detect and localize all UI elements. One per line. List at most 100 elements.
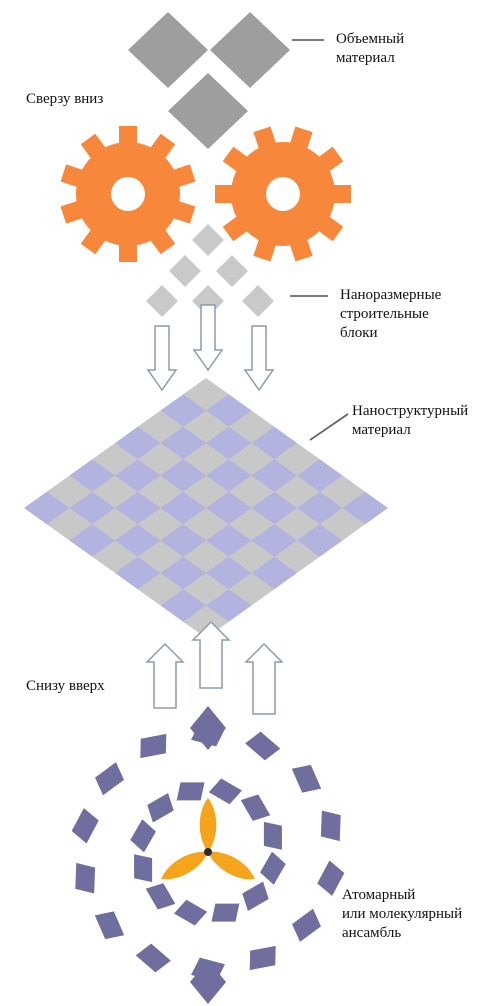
molecule-tile <box>211 903 240 922</box>
block-diamond <box>192 224 224 256</box>
bulk-material <box>128 12 290 149</box>
molecule-tile <box>263 821 282 850</box>
molecular-ensemble <box>71 706 345 1004</box>
block-diamond <box>242 285 274 317</box>
bulk-material-label: Объемный материал <box>336 30 404 68</box>
molecule-tile <box>75 862 96 894</box>
molecule-tile <box>174 899 208 926</box>
bulk-diamond <box>128 12 208 88</box>
checker-cell <box>160 491 206 525</box>
checker-cell <box>251 459 297 492</box>
label-line: Объемный <box>336 31 405 47</box>
molecule-tile <box>320 810 341 842</box>
checker-cell <box>160 459 206 492</box>
label-line: блоки <box>340 325 378 341</box>
label-line: материал <box>352 422 411 438</box>
checker-cell <box>206 524 252 557</box>
molecule-tile <box>134 854 153 883</box>
molecule-tile <box>94 911 125 940</box>
arrow-up-icon <box>244 642 284 715</box>
molecule-tile <box>140 733 167 759</box>
block-diamond <box>192 285 224 317</box>
leader-line <box>309 413 349 441</box>
bulk-diamond <box>210 12 290 88</box>
molecule-tile <box>260 851 286 885</box>
molecule-tile <box>245 731 281 761</box>
molecule-tile <box>249 945 276 971</box>
propeller-icon <box>161 798 255 880</box>
arrow-up-icon <box>145 642 185 709</box>
molecule-tile <box>190 960 226 1004</box>
checker-cell <box>115 491 161 525</box>
molecule-tile <box>292 908 321 942</box>
molecule-tile <box>145 883 176 910</box>
molecule-tile <box>176 782 205 801</box>
bulk-diamond <box>168 73 248 149</box>
top-down-text: Сверзу вниз <box>26 91 104 107</box>
checker-cell <box>206 556 252 590</box>
checker-cell <box>206 459 252 492</box>
molecule-tile <box>190 706 226 750</box>
bottom-up-label: Снизу вверх <box>26 677 105 696</box>
label-line: Наноструктурный <box>352 403 469 419</box>
arrow-up-icon <box>191 620 231 689</box>
molecule-tile <box>242 881 269 912</box>
checker-cell <box>297 491 343 525</box>
checker-cell <box>206 589 252 622</box>
checker-cell <box>69 491 115 525</box>
molecule-tile <box>135 943 171 973</box>
molecule-tile <box>208 778 242 805</box>
checker-cell <box>251 556 297 590</box>
checker-cell <box>69 459 115 492</box>
arrow-down-icon <box>146 325 178 392</box>
checker-cell <box>115 556 161 590</box>
arrow-down-icon <box>243 325 275 392</box>
checker-cell <box>115 459 161 492</box>
checker-cell <box>115 426 161 460</box>
leader-lines <box>290 39 349 441</box>
block-diamond <box>146 285 178 317</box>
top-down-label: Сверзу вниз <box>26 90 103 109</box>
label-line: материал <box>336 50 395 66</box>
gear-icon <box>215 126 351 262</box>
checker-cell <box>251 524 297 557</box>
molecule-tile <box>240 794 271 821</box>
label-line: Наноразмерные <box>340 287 442 303</box>
nanostructured-label: Наноструктурный материал <box>352 402 468 440</box>
checker-cell <box>160 426 206 460</box>
checker-cell <box>251 426 297 460</box>
block-diamond <box>169 255 201 287</box>
checker-cell <box>206 491 252 525</box>
molecule-tile <box>317 860 345 896</box>
nanostructured-material <box>24 378 388 638</box>
arrow-down-icon <box>192 304 224 372</box>
checker-cell <box>69 524 115 557</box>
checker-cell <box>115 524 161 557</box>
nanoscale-blocks <box>146 224 274 317</box>
molecule-tile <box>71 808 99 844</box>
bottom-up-text: Снизу вверх <box>26 678 105 694</box>
atomic-ensemble-label: Атомарный или молекулярный ансамбль <box>342 886 462 943</box>
checker-cell <box>160 556 206 590</box>
checker-cell <box>206 394 252 427</box>
label-line: Атомарный <box>342 887 416 903</box>
label-line: ансамбль <box>342 925 402 941</box>
building-blocks-label: Наноразмерные строительные блоки <box>340 286 441 343</box>
molecule-tile <box>95 762 124 796</box>
label-line: строительные <box>340 306 429 322</box>
checker-cell <box>297 459 343 492</box>
checker-cell <box>160 394 206 427</box>
checker-cell <box>24 491 70 525</box>
checker-cell <box>160 589 206 622</box>
molecule-tile <box>147 792 174 823</box>
block-diamond <box>216 255 248 287</box>
molecule-tile <box>130 819 156 853</box>
label-line: или молекулярный <box>342 906 463 922</box>
checker-cell <box>251 491 297 525</box>
gear-icon <box>60 126 196 262</box>
checker-cell <box>206 426 252 460</box>
checker-cell <box>342 491 388 525</box>
molecule-tile <box>291 764 322 793</box>
checker-cell <box>160 524 206 557</box>
